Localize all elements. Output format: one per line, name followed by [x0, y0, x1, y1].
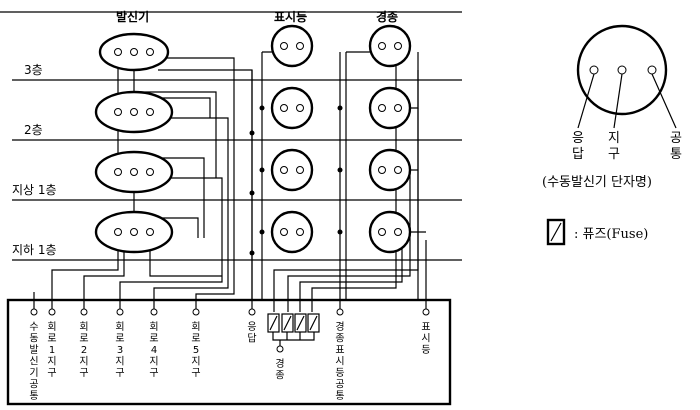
legend-caption: (수동발신기 단자명) [542, 175, 652, 190]
floor-lines [12, 79, 462, 261]
indicator-lamp-3f [270, 24, 314, 68]
floor-label-3f: 3층 [24, 63, 43, 77]
receiver-terminals [30, 308, 430, 353]
floor-label-1f: 지상 1층 [12, 183, 57, 197]
legend-fuse-text: : 퓨즈(Fuse) [574, 227, 648, 242]
transmitter-1f [94, 150, 174, 194]
indicator-lamp-b1 [270, 210, 314, 254]
floor-label-b1: 지하 1층 [12, 243, 57, 257]
bell-1f [368, 148, 412, 192]
floor-label-2f: 2층 [24, 123, 43, 137]
bell-header: 경종 [376, 10, 398, 24]
indicator-lamp-2f [270, 86, 314, 130]
legend-transmitter [576, 24, 677, 129]
bell-3f [368, 24, 412, 68]
indicator-header: 표시등 [274, 10, 307, 24]
bell-b1 [368, 210, 412, 254]
junction-dots [249, 105, 343, 256]
fuse-group [267, 313, 320, 346]
receiver-terminal-box [6, 298, 452, 406]
bell-2f [368, 86, 412, 130]
transmitter-3f [98, 32, 170, 72]
transmitter-header: 발신기 [116, 9, 149, 24]
transmitter-2f [94, 90, 174, 134]
legend-fuse-icon [546, 218, 566, 246]
transmitter-b1 [94, 210, 174, 254]
indicator-lamp-1f [270, 148, 314, 192]
